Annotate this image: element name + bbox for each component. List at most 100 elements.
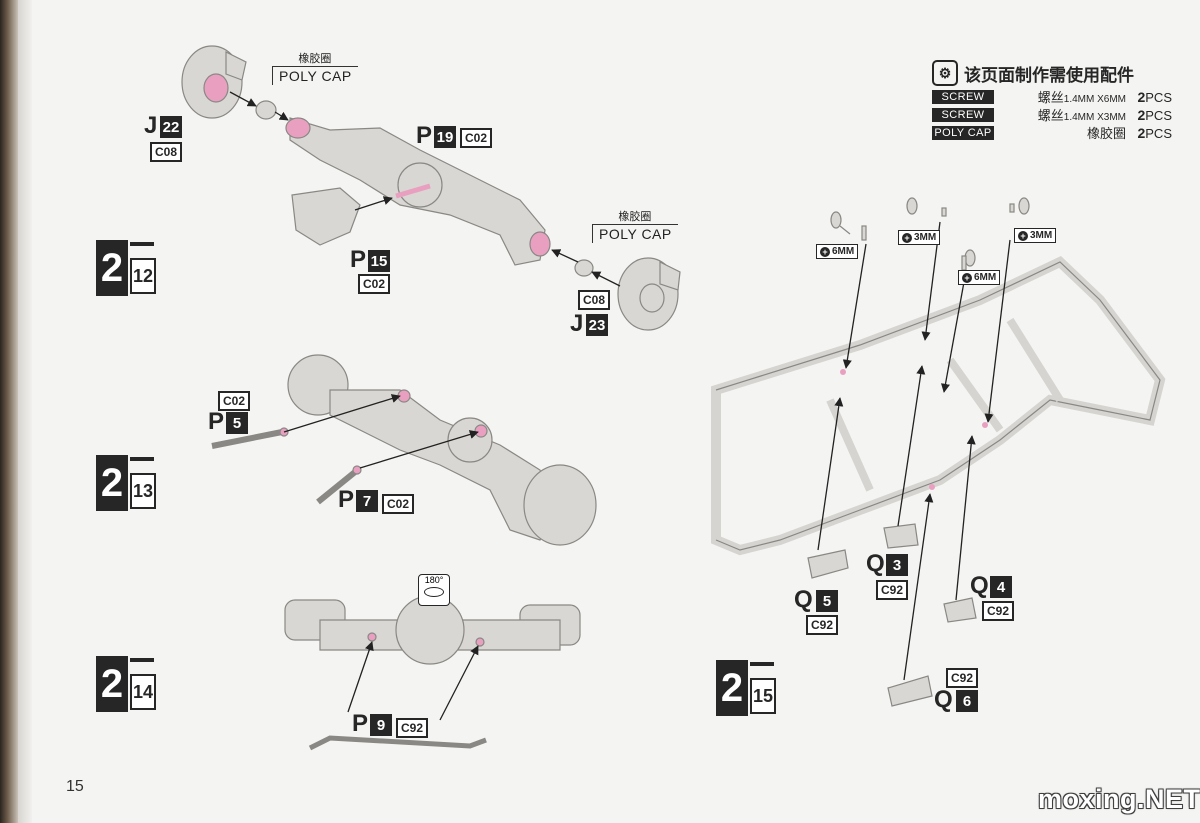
step-minor: 15 [750, 678, 776, 714]
part-number: 19 [434, 126, 456, 148]
part-letter: Q [794, 586, 813, 613]
legend-qty: 2PCS [1137, 124, 1172, 141]
part-number: 9 [370, 714, 392, 736]
part-letter: Q [866, 550, 885, 577]
step-major: 2 [96, 240, 128, 296]
legend-part-tag: SCREW [932, 89, 994, 104]
gear-icon: ⚙ [932, 60, 958, 86]
part-number: 4 [990, 576, 1012, 598]
sprue-code: C92 [982, 601, 1015, 621]
legend-title-text: 该页面制作需使用配件 [964, 65, 1134, 85]
sprue-code: C08 [150, 142, 183, 162]
step-dash [130, 457, 154, 461]
legend-row: SCREW 螺丝1.4MM X3MM 2PCS [932, 106, 1172, 123]
step-major: 2 [96, 656, 128, 712]
step-minor: 12 [130, 258, 156, 294]
page-number: 15 [66, 778, 84, 795]
step-dash [130, 242, 154, 246]
sprue-code: C02 [382, 494, 415, 514]
phillips-icon: + [820, 246, 830, 257]
part-number: 22 [160, 116, 182, 138]
page-sheet [32, 0, 1200, 823]
sprue-code: C92 [396, 718, 429, 738]
step-number: 2 13 [96, 455, 156, 511]
bracket-q5 [807, 549, 849, 579]
screw-size-label: +3MM [898, 230, 941, 245]
poly-cap-left [255, 100, 277, 120]
page-gutter [18, 0, 32, 823]
part-number: 5 [226, 412, 248, 434]
part-number: 6 [956, 690, 978, 712]
differential-p15 [291, 187, 361, 246]
legend-row: POLY CAP 橡胶圈 2PCS [932, 124, 1172, 141]
part-number: 7 [356, 490, 378, 512]
part-letter: Q [970, 572, 989, 599]
phillips-icon: + [902, 232, 912, 243]
legend-desc: 螺丝1.4MM X3MM [1037, 108, 1126, 123]
sprue-code: C02 [218, 391, 251, 411]
step-dash [750, 662, 774, 666]
part-letter: Q [934, 686, 953, 713]
part-letter: J [570, 310, 584, 337]
step-number: 2 12 [96, 240, 156, 296]
watermark-logo: moxing.NET [1038, 784, 1200, 814]
part-letter: P [208, 408, 225, 435]
part-letter: P [416, 122, 433, 149]
part-letter: J [144, 112, 158, 139]
poly-cap-cn: 橡胶圈 [618, 211, 652, 223]
sprue-code: C92 [946, 668, 979, 688]
legend-qty: 2PCS [1137, 88, 1172, 105]
poly-cap-label: 橡胶圈 POLY CAP [592, 208, 678, 243]
rotate-180-icon: 180° [418, 574, 450, 606]
sprue-code: C92 [876, 580, 909, 600]
legend-desc: 螺丝1.4MM X6MM [1037, 90, 1126, 105]
sprue-code: C02 [358, 274, 391, 294]
phillips-icon: + [962, 272, 972, 283]
sprue-code: C02 [460, 128, 493, 148]
legend-desc: 橡胶圈 [1086, 126, 1126, 141]
screw-size-label: +6MM [816, 244, 859, 259]
part-number: 15 [368, 250, 390, 272]
step-dash [130, 658, 154, 662]
poly-cap-en: POLY CAP [592, 224, 678, 243]
step-major: 2 [96, 455, 128, 511]
part-letter: P [352, 710, 369, 737]
step-number: 2 15 [716, 660, 776, 716]
bracket-q3 [883, 523, 919, 549]
part-letter: P [350, 246, 367, 273]
poly-cap-en: POLY CAP [272, 66, 358, 85]
legend-part-tag: SCREW [932, 107, 994, 122]
screw-size-label: +3MM [1014, 228, 1057, 243]
chassis-frame [711, 256, 1166, 556]
part-number: 3 [886, 554, 908, 576]
legend-title: ⚙ 该页面制作需使用配件 [932, 60, 1172, 86]
rod-p7 [316, 465, 362, 505]
part-number: 23 [586, 314, 608, 336]
poly-cap-cn: 橡胶圈 [298, 53, 332, 65]
screw-size-label: +6MM [958, 270, 1001, 285]
sway-bar-p9 [308, 735, 487, 751]
legend-part-tag: POLY CAP [932, 125, 994, 140]
brake-disc-j22 [181, 45, 247, 119]
step-number: 2 14 [96, 656, 156, 712]
part-number: 5 [816, 590, 838, 612]
sprue-code: C08 [578, 290, 611, 310]
step-major: 2 [716, 660, 748, 716]
screws-2-15 [830, 197, 1030, 271]
sprue-code: C92 [806, 615, 839, 635]
axle-assembly-213 [287, 354, 597, 546]
part-letter: P [338, 486, 355, 513]
bracket-q6 [887, 675, 933, 707]
axle-assembly-214 [284, 595, 581, 665]
bracket-q4 [943, 597, 977, 623]
phillips-icon: + [1018, 230, 1028, 241]
parts-legend: ⚙ 该页面制作需使用配件 SCREW 螺丝1.4MM X6MM 2PCS SCR… [932, 60, 1172, 141]
legend-qty: 2PCS [1137, 106, 1172, 123]
poly-cap-right [574, 259, 594, 277]
brake-disc-j23 [617, 257, 681, 331]
legend-row: SCREW 螺丝1.4MM X6MM 2PCS [932, 88, 1172, 105]
step-minor: 14 [130, 674, 156, 710]
poly-cap-label: 橡胶圈 POLY CAP [272, 50, 358, 85]
